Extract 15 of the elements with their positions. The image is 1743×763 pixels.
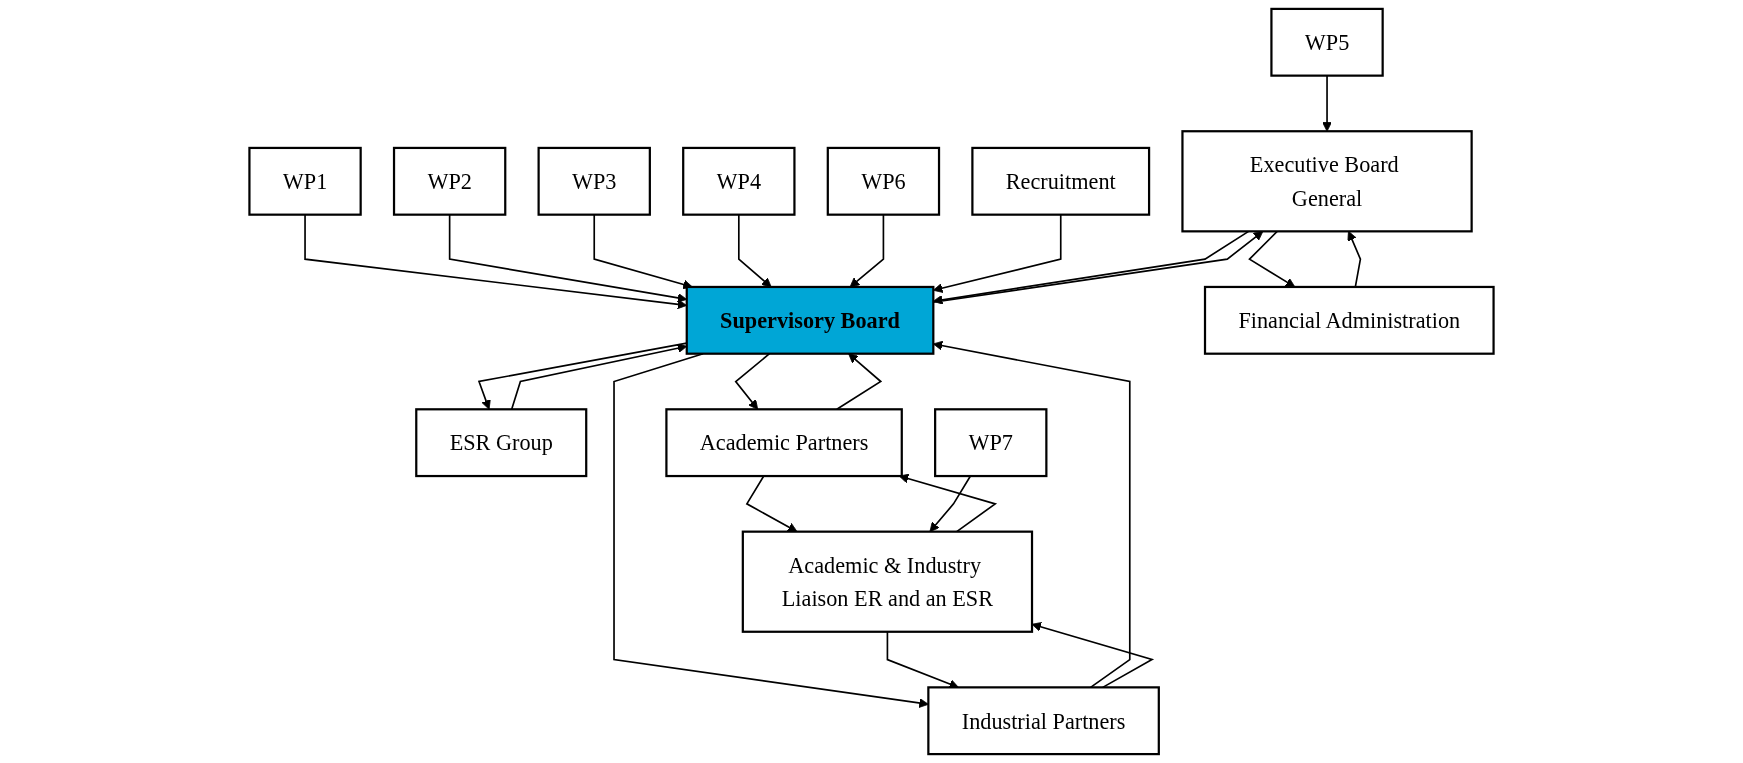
node-box: Supervisory Board	[685, 285, 935, 355]
node-box: WP1	[248, 146, 362, 216]
node-box: ESR Group	[415, 408, 588, 478]
node-box: Academic Partners	[665, 408, 903, 478]
node-box: Executive Board General	[1181, 130, 1473, 233]
node-box: Industrial Partners	[927, 686, 1160, 756]
node-box: WP3	[537, 146, 651, 216]
node-box: WP5	[1270, 7, 1384, 77]
node-box: WP2	[392, 146, 507, 216]
node-box: Academic & Industry Liaison ER and an ESR	[741, 530, 1034, 633]
node-box: WP6	[826, 146, 941, 216]
node-box: WP7	[934, 408, 1048, 478]
node-box: WP4	[682, 146, 796, 216]
node-box: Financial Administration	[1203, 285, 1495, 355]
node-box: Recruitment	[971, 146, 1151, 216]
